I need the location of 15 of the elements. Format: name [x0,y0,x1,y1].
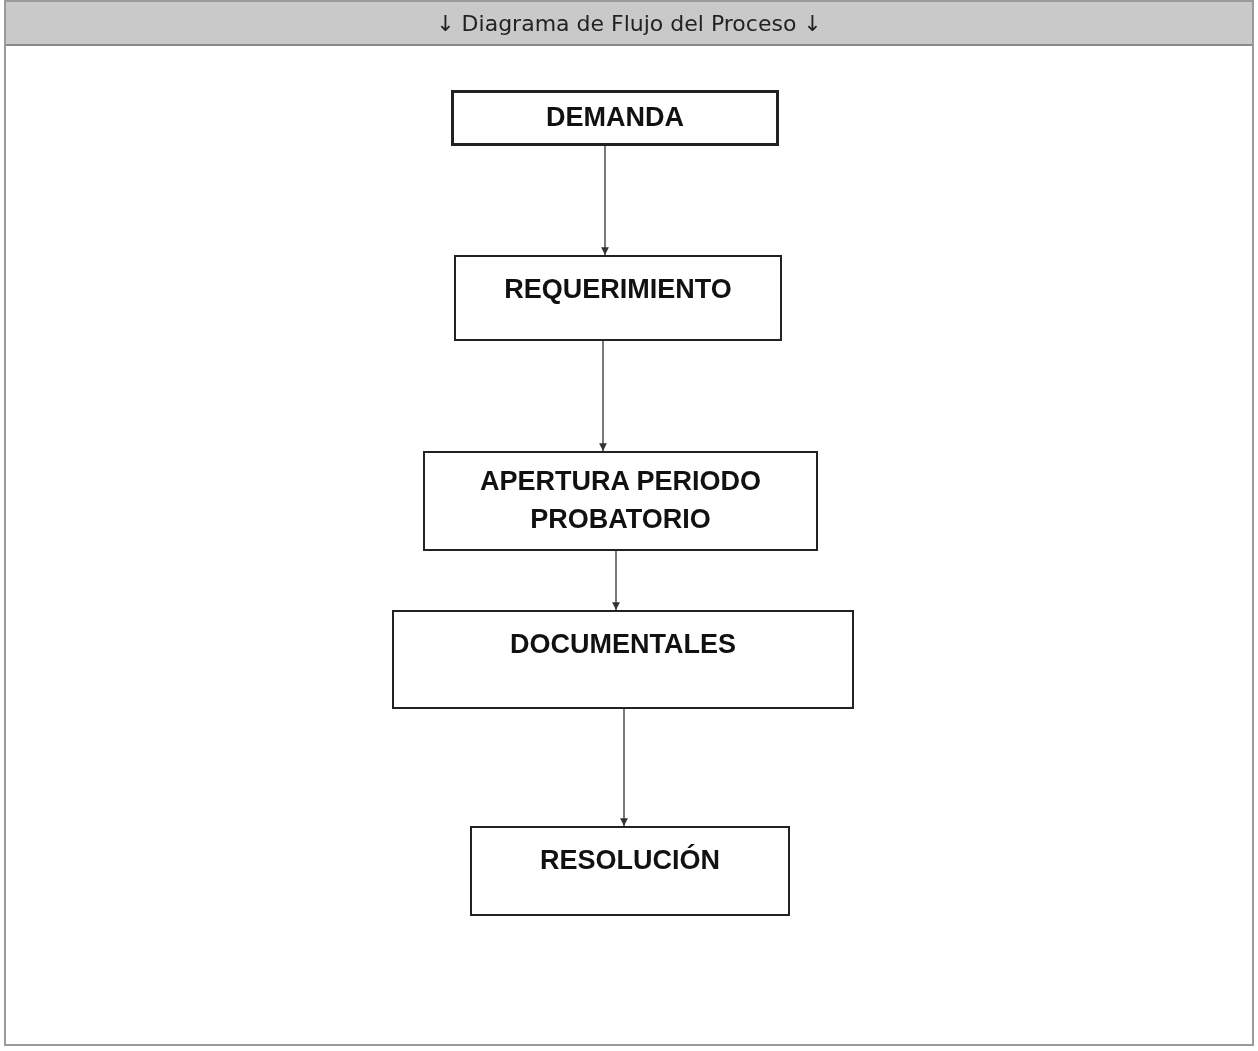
box-label: DEMANDA [546,101,684,135]
process-box [451,90,779,146]
arrow [620,708,628,827]
box-label: APERTURA PERIODO PROBATORIO [479,465,762,536]
title-bar: ↓ Diagrama de Flujo del Proceso ↓ [6,2,1252,46]
arrow [599,340,607,452]
arrow [612,550,620,611]
arrow [601,145,609,256]
box-label: REQUERIMIENTO [504,273,732,306]
process-box [470,826,790,916]
process-box [392,610,854,709]
process-box [423,451,818,551]
box-label: RESOLUCIÓN [540,843,720,877]
box-label: DOCUMENTALES [510,628,736,661]
process-box [454,255,782,341]
